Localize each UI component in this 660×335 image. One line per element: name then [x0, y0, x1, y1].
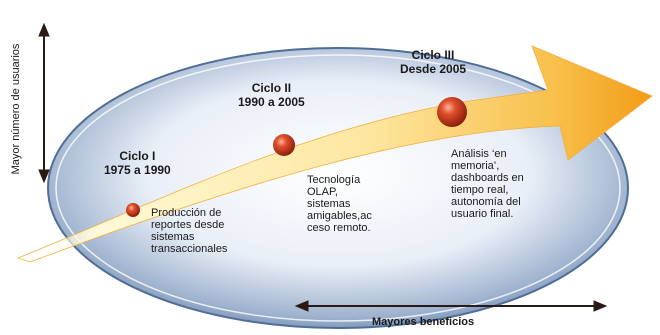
y-axis-arrow	[38, 22, 50, 184]
cycle-3-period: Desde 2005	[400, 62, 467, 76]
y-axis-label-text: Mayor número de usuarios	[10, 43, 22, 175]
cycle-2-name: Ciclo II	[251, 81, 292, 95]
cycle-2-period: 1990 a 2005	[238, 95, 305, 109]
cycle-3-name: Ciclo III	[411, 48, 455, 62]
cycle-3-title: Ciclo III Desde 2005	[400, 48, 466, 76]
cycle-1-title: Ciclo I 1975 a 1990	[104, 149, 171, 177]
growth-arrow	[16, 45, 653, 263]
cycle-1-period: 1975 a 1990	[104, 163, 171, 177]
cycle-1-description: Producción de reportes desde sistemas tr…	[151, 207, 228, 255]
cycle-1-bullet	[126, 203, 140, 217]
cycles-ellipse-highlight	[55, 54, 621, 322]
cycle-1-name: Ciclo I	[119, 149, 156, 163]
cycle-3-bullet	[437, 97, 467, 127]
cycle-2-bullet	[273, 134, 295, 156]
cycle-2-description: Tecnología OLAP, sistemas amigables,ac c…	[307, 174, 372, 234]
x-axis-label: Mayores beneficios	[372, 316, 475, 328]
y-axis-label: Mayor número de usuarios	[2, 24, 30, 194]
cycle-3-description: Análisis ‘en memoria’, dashboards en tie…	[451, 148, 524, 220]
cycle-2-title: Ciclo II 1990 a 2005	[238, 81, 305, 109]
x-axis-arrow	[294, 300, 608, 312]
